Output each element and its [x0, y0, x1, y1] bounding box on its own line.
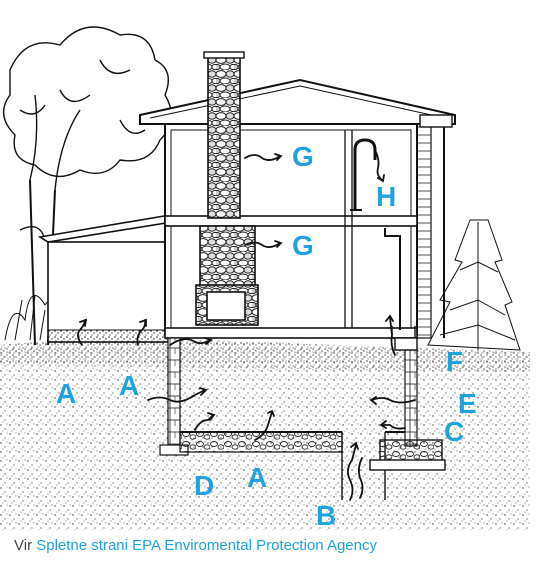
source-caption: Vir Spletne strani EPA Enviromental Prot…	[14, 537, 377, 554]
main-house	[139, 78, 456, 339]
tree-left	[2, 26, 173, 346]
label-d: D	[194, 470, 215, 501]
radon-arrows	[77, 149, 416, 501]
label-g-upper: G	[292, 141, 314, 172]
basement	[159, 337, 446, 500]
radon-entry-diagram	[0, 26, 530, 530]
chimney	[195, 51, 259, 326]
source-link[interactable]: Spletne strani EPA Enviromental Protecti…	[36, 537, 377, 554]
evergreen-right	[427, 219, 521, 351]
label-c: C	[444, 416, 465, 447]
bushes-left	[4, 294, 53, 341]
label-g-lower: G	[292, 230, 314, 261]
caption-prefix: Vir	[14, 537, 33, 554]
label-h: H	[376, 181, 397, 212]
label-f: F	[446, 346, 464, 377]
label-a-middle: A	[119, 370, 140, 401]
house-cross-section-illustration	[0, 26, 530, 530]
label-a-left: A	[56, 378, 77, 409]
label-a-floor: A	[247, 462, 268, 493]
label-e: E	[458, 388, 477, 419]
label-b: B	[316, 500, 337, 531]
lower-wing	[37, 214, 174, 343]
